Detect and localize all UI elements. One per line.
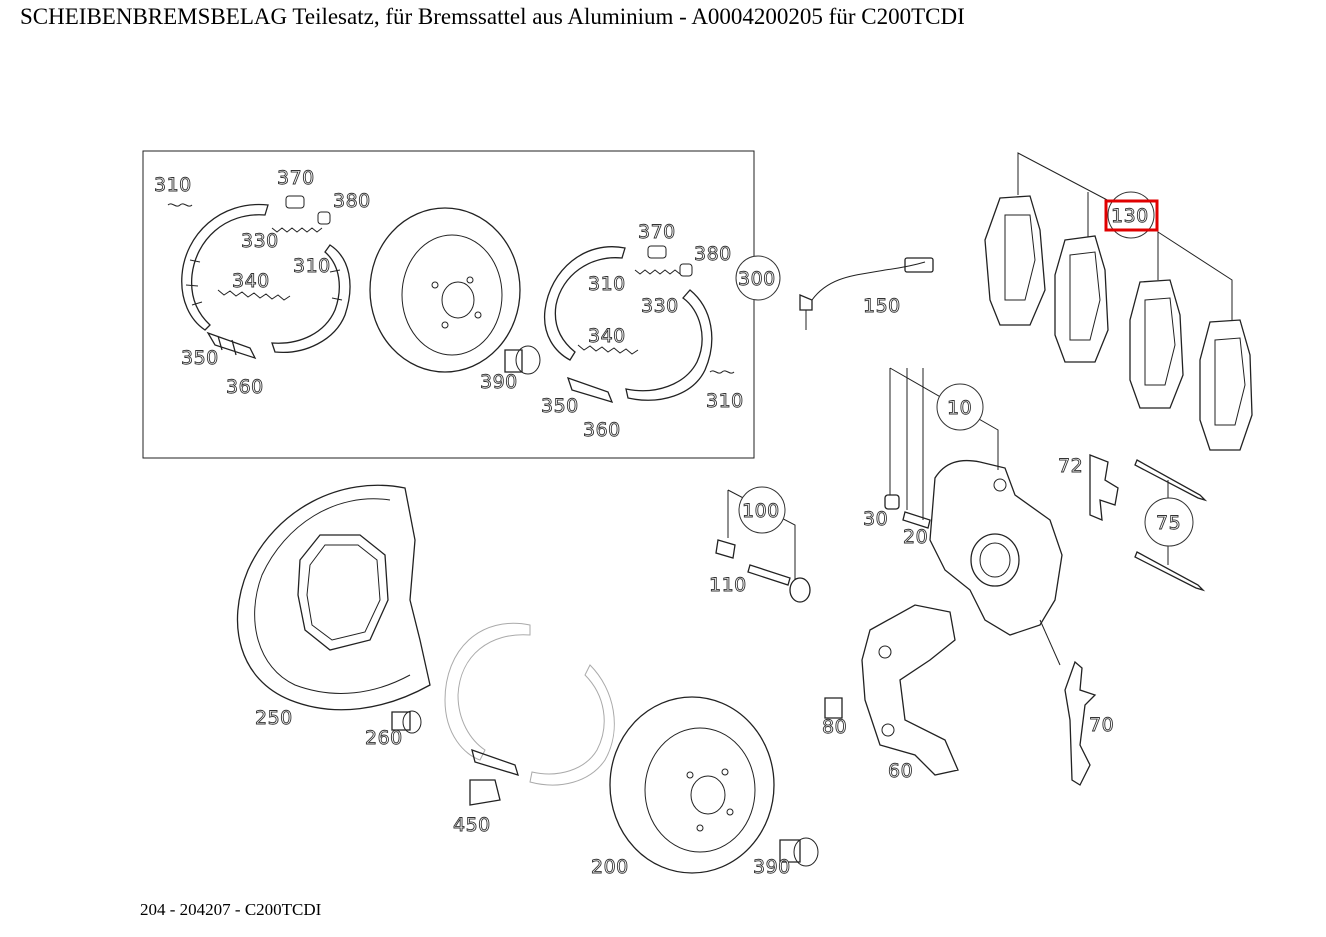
label-110[interactable]: 110 xyxy=(709,574,747,597)
brake-disc-inset[interactable] xyxy=(369,207,521,373)
clip-380a[interactable] xyxy=(317,211,331,225)
clip-370a[interactable] xyxy=(285,195,305,209)
label-380b[interactable]: 380 xyxy=(694,243,732,266)
callout-10 xyxy=(936,383,984,431)
label-350a[interactable]: 350 xyxy=(181,347,219,370)
spring-310a[interactable] xyxy=(167,203,193,207)
bolt-260[interactable] xyxy=(391,710,422,734)
bolt-390a[interactable] xyxy=(504,345,541,375)
brake-disc-200[interactable] xyxy=(609,696,775,874)
brake-shoe-left-2[interactable] xyxy=(271,244,351,354)
label-250[interactable]: 250 xyxy=(255,707,293,730)
label-380a[interactable]: 380 xyxy=(333,190,371,213)
clip-370b[interactable] xyxy=(647,245,667,259)
brake-pads-130[interactable] xyxy=(984,152,1253,451)
label-70[interactable]: 70 xyxy=(1089,714,1115,737)
label-310a[interactable]: 310 xyxy=(154,174,192,197)
label-200[interactable]: 200 xyxy=(591,856,629,879)
callout-130 xyxy=(1107,191,1155,239)
label-350b[interactable]: 350 xyxy=(541,395,579,418)
bolt-80[interactable] xyxy=(824,697,843,719)
spring-330b[interactable] xyxy=(634,269,681,275)
label-340b[interactable]: 340 xyxy=(588,325,626,348)
label-300[interactable]: 300 xyxy=(738,268,776,291)
label-150[interactable]: 150 xyxy=(863,295,901,318)
highlight-box xyxy=(1104,199,1159,232)
wear-sensor-150[interactable] xyxy=(799,257,934,330)
label-310b[interactable]: 310 xyxy=(293,255,331,278)
label-360b[interactable]: 360 xyxy=(583,419,621,442)
label-10[interactable]: 10 xyxy=(947,397,973,420)
carrier-60[interactable] xyxy=(861,604,959,776)
model-footer: 204 - 204207 - C200TCDI xyxy=(140,900,322,919)
adjuster-mid[interactable] xyxy=(471,748,519,776)
spring-340b[interactable] xyxy=(577,344,639,355)
label-100[interactable]: 100 xyxy=(742,500,780,523)
clip-380b[interactable] xyxy=(679,263,693,277)
page-title: SCHEIBENBREMSBELAG Teilesatz, für Bremss… xyxy=(20,4,965,29)
label-75[interactable]: 75 xyxy=(1156,512,1182,535)
brake-shoe-right-1[interactable] xyxy=(543,246,626,361)
parking-brake-inset-frame xyxy=(142,150,755,459)
brake-shoe-left-1[interactable] xyxy=(181,203,269,331)
bleeder-30[interactable] xyxy=(884,494,900,510)
label-330a[interactable]: 330 xyxy=(241,230,279,253)
adjuster-350a[interactable] xyxy=(206,331,257,360)
cap-20[interactable] xyxy=(902,511,931,529)
caliper-10[interactable] xyxy=(889,367,1063,636)
callout-300 xyxy=(735,255,781,301)
label-370b[interactable]: 370 xyxy=(638,221,676,244)
adjuster-350b[interactable] xyxy=(566,376,614,404)
backing-plate-250[interactable] xyxy=(236,484,431,711)
label-390b[interactable]: 390 xyxy=(753,856,791,879)
label-330b[interactable]: 330 xyxy=(641,295,679,318)
label-30[interactable]: 30 xyxy=(863,508,889,531)
label-390a[interactable]: 390 xyxy=(480,371,518,394)
spring-72[interactable] xyxy=(1089,454,1119,522)
label-310d[interactable]: 310 xyxy=(706,390,744,413)
label-80[interactable]: 80 xyxy=(822,716,848,739)
label-130[interactable]: 130 xyxy=(1111,205,1149,228)
label-450[interactable]: 450 xyxy=(453,814,491,837)
label-20[interactable]: 20 xyxy=(903,526,929,549)
brake-shoe-right-2[interactable] xyxy=(625,289,713,401)
spring-340a[interactable] xyxy=(217,289,291,301)
label-72[interactable]: 72 xyxy=(1058,455,1084,478)
label-310c[interactable]: 310 xyxy=(588,273,626,296)
label-260[interactable]: 260 xyxy=(365,727,403,750)
spring-330a[interactable] xyxy=(271,227,323,233)
ghost-shoes xyxy=(444,622,615,786)
label-370a[interactable]: 370 xyxy=(277,167,315,190)
spring-310d[interactable] xyxy=(709,370,735,374)
spring-70[interactable] xyxy=(1039,619,1097,786)
label-60[interactable]: 60 xyxy=(888,760,914,783)
bolt-390b[interactable] xyxy=(779,837,819,867)
label-340a[interactable]: 340 xyxy=(232,270,270,293)
label-360a[interactable]: 360 xyxy=(226,376,264,399)
callout-75 xyxy=(1144,497,1194,547)
adjuster-450[interactable] xyxy=(469,779,501,806)
guide-pins-75[interactable] xyxy=(1134,459,1208,592)
callout-100 xyxy=(738,486,786,534)
